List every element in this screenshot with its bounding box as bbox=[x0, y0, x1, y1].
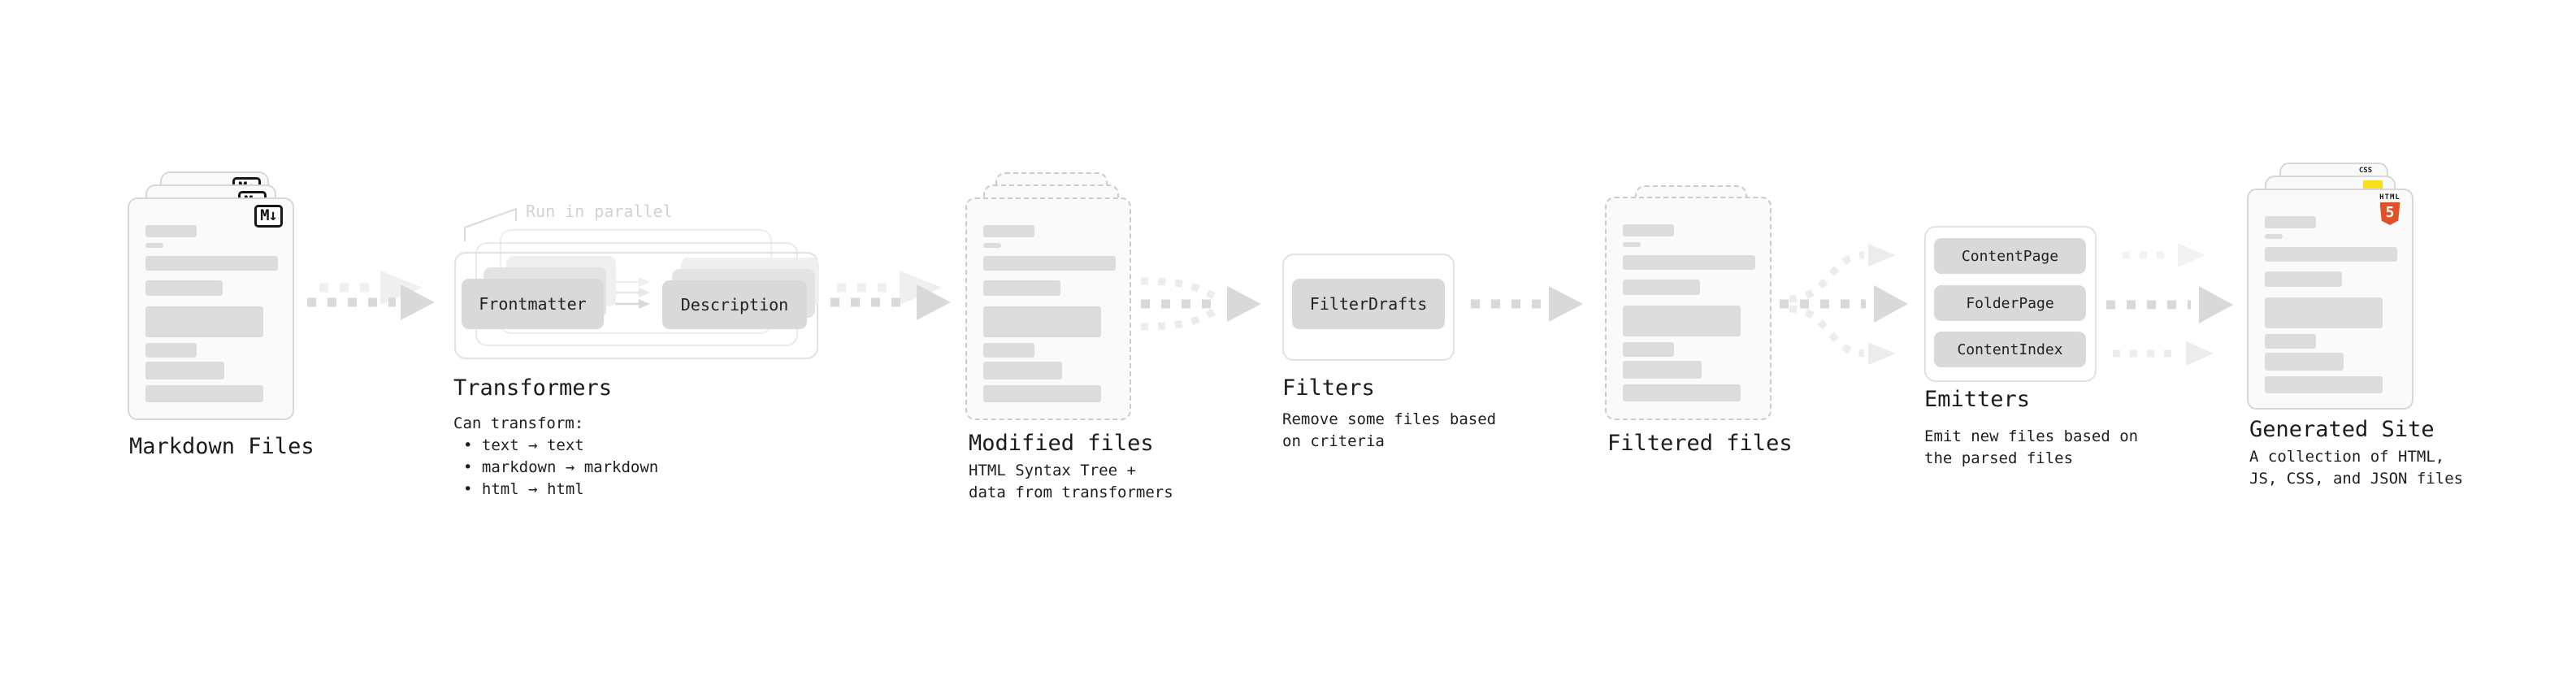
description-line: A collection of HTML, bbox=[2249, 448, 2445, 466]
html5-icon: HTML 5 bbox=[2379, 194, 2401, 225]
placeholder-bar bbox=[983, 243, 1001, 248]
placeholder-bar bbox=[1623, 306, 1741, 336]
placeholder-bar bbox=[1623, 280, 1700, 295]
placeholder-bar bbox=[1623, 224, 1674, 236]
description-line: JS, CSS, and JSON files bbox=[2249, 470, 2464, 488]
stage-label-filtered-files: Filtered files bbox=[1607, 431, 1793, 456]
description-line: data from transformers bbox=[969, 484, 1173, 501]
stage-label-markdown-files: Markdown Files bbox=[129, 434, 314, 459]
stage-label-modified-files: Modified files bbox=[969, 431, 1154, 456]
transformer-pill-frontmatter: Frontmatter bbox=[462, 279, 604, 329]
placeholder-bar bbox=[983, 306, 1101, 337]
stage-label-transformers: Transformers bbox=[453, 375, 613, 401]
description-line: on criteria bbox=[1282, 432, 1385, 450]
placeholder-bar bbox=[983, 343, 1034, 358]
html5-icon-label: HTML bbox=[2379, 193, 2400, 202]
run-in-parallel-annotation: Run in parallel bbox=[526, 202, 673, 221]
placeholder-bar bbox=[1623, 361, 1702, 379]
emitter-pill-contentpage: ContentPage bbox=[1934, 238, 2086, 274]
placeholder-bar bbox=[1623, 384, 1741, 401]
arrow-filters-to-filtered bbox=[1471, 286, 1583, 322]
placeholder-bar bbox=[145, 256, 278, 271]
placeholder-bar bbox=[145, 343, 197, 358]
transformers-bullet: • text → text bbox=[463, 436, 584, 454]
markdown-icon: M↓ bbox=[254, 205, 283, 228]
placeholder-bar bbox=[145, 225, 197, 237]
html5-icon-shield: 5 bbox=[2379, 202, 2400, 225]
placeholder-bar bbox=[145, 362, 224, 380]
filter-pill-filterdrafts: FilterDrafts bbox=[1292, 279, 1445, 329]
placeholder-bar bbox=[2265, 216, 2316, 228]
description-line: Remove some files based bbox=[1282, 410, 1497, 428]
transformers-bullet: • html → html bbox=[463, 480, 584, 498]
stage-label-emitters: Emitters bbox=[1924, 387, 2031, 412]
placeholder-bar bbox=[2265, 334, 2316, 349]
placeholder-bar bbox=[983, 256, 1116, 271]
emitters-frame bbox=[1924, 226, 2097, 382]
filters-description: Remove some files based on criteria bbox=[1282, 409, 1496, 453]
placeholder-bar bbox=[2265, 353, 2344, 371]
placeholder-bar bbox=[983, 362, 1062, 380]
transformer-pill-description: Description bbox=[662, 280, 807, 329]
transformer-frame-front bbox=[454, 252, 818, 359]
stage-label-generated-site: Generated Site bbox=[2249, 417, 2435, 442]
placeholder-bar bbox=[1623, 342, 1674, 357]
modified-files-description: HTML Syntax Tree + data from transformers bbox=[969, 460, 1173, 504]
placeholder-bar bbox=[1623, 242, 1641, 247]
placeholder-bar bbox=[983, 385, 1101, 402]
description-line: the parsed files bbox=[1924, 449, 2074, 467]
placeholder-bar bbox=[2265, 376, 2383, 393]
transformers-bullet: • markdown → markdown bbox=[463, 458, 659, 476]
generated-site-description: A collection of HTML, JS, CSS, and JSON f… bbox=[2249, 446, 2463, 490]
arrow-filtered-to-emitters bbox=[1780, 244, 1908, 365]
placeholder-bar bbox=[145, 243, 163, 248]
emitter-pill-folderpage: FolderPage bbox=[1934, 285, 2086, 321]
placeholder-bar bbox=[983, 280, 1060, 296]
emitter-pill-contentindex: ContentIndex bbox=[1934, 332, 2086, 367]
placeholder-bar bbox=[145, 280, 223, 296]
arrow-transformers-to-modified bbox=[830, 271, 951, 320]
placeholder-bar bbox=[2265, 234, 2283, 239]
description-line: HTML Syntax Tree + bbox=[969, 462, 1136, 479]
placeholder-bar bbox=[145, 306, 263, 337]
arrow-modified-to-filters bbox=[1140, 277, 1261, 331]
css-icon-label: CSS bbox=[2358, 167, 2373, 175]
transformers-description: Can transform: bbox=[453, 414, 584, 432]
placeholder-bar bbox=[2265, 247, 2397, 262]
placeholder-bar bbox=[983, 225, 1034, 237]
filters-frame bbox=[1282, 254, 1455, 361]
modified-file-card-front bbox=[965, 197, 1131, 420]
filtered-file-card-front bbox=[1605, 197, 1772, 420]
placeholder-bar bbox=[2265, 271, 2342, 287]
placeholder-bar bbox=[145, 385, 263, 402]
stage-label-filters: Filters bbox=[1282, 375, 1375, 401]
arrow-emitters-to-generated bbox=[2106, 243, 2233, 366]
emitters-description: Emit new files based on the parsed files bbox=[1924, 426, 2138, 470]
description-line: Emit new files based on bbox=[1924, 427, 2139, 445]
arrow-markdown-to-transformers bbox=[307, 271, 435, 320]
placeholder-bar bbox=[1623, 255, 1755, 270]
generated-file-card-html: HTML 5 bbox=[2247, 189, 2413, 410]
placeholder-bar bbox=[2265, 297, 2383, 328]
markdown-file-card-front: M↓ bbox=[128, 197, 294, 420]
